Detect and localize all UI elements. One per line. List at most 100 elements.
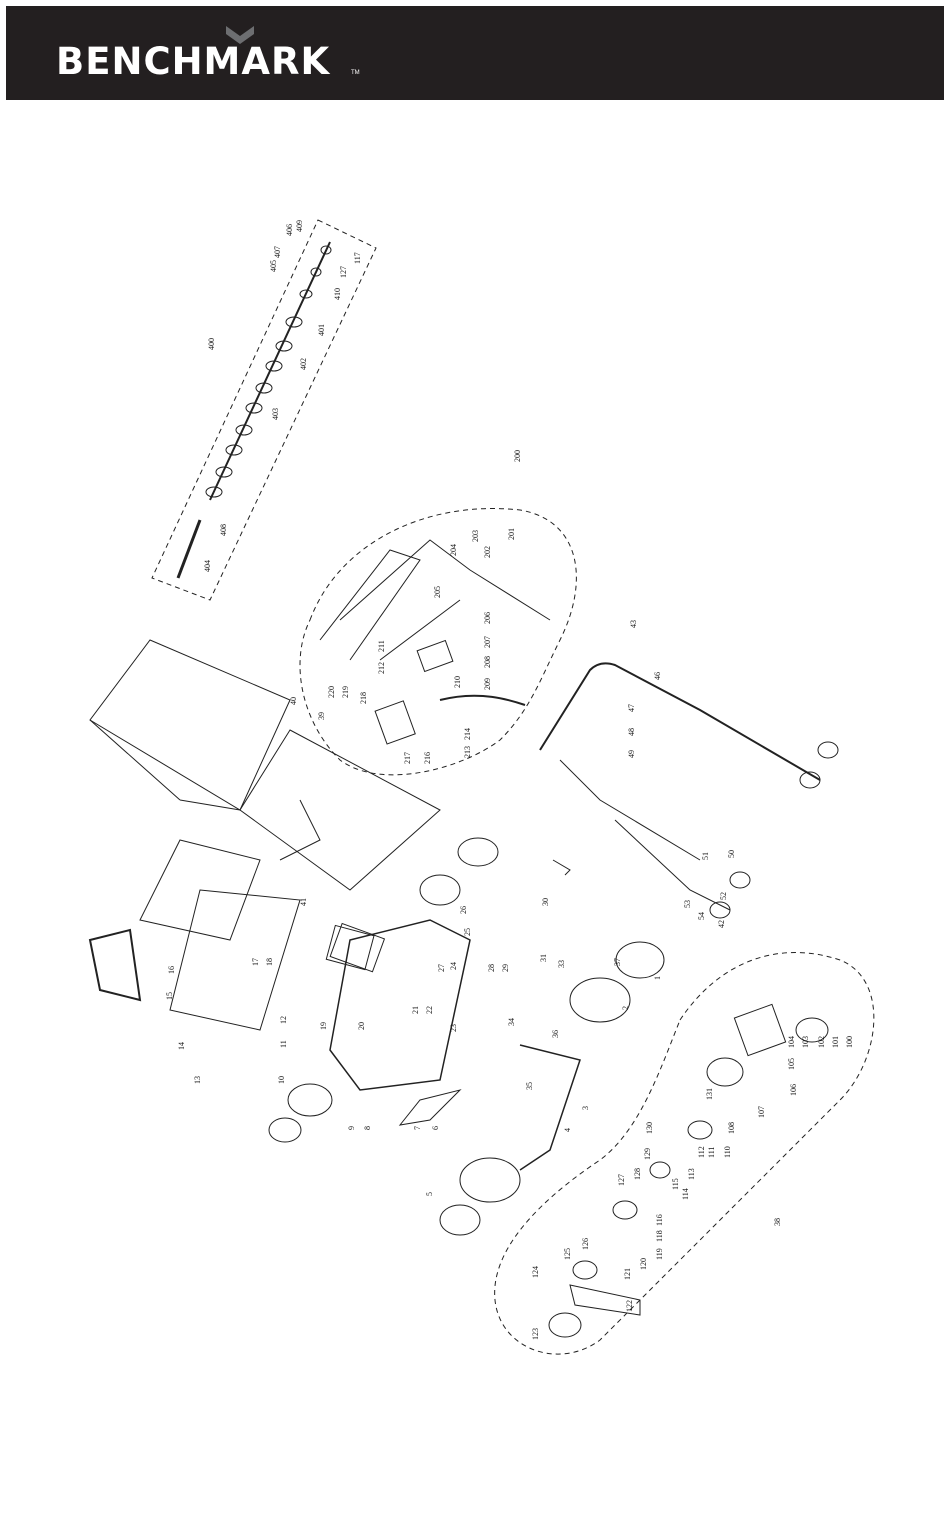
callout: 5 [425,1192,434,1196]
callout: 208 [483,656,492,668]
callout: 2 [621,1006,630,1010]
callout: 122 [625,1300,634,1312]
callout: 34 [507,1018,516,1026]
callout: 127 [617,1174,626,1186]
callout: 207 [483,636,492,648]
callout: 10 [277,1076,286,1084]
callout: 116 [655,1214,664,1226]
callout: 130 [645,1122,654,1134]
callout: 211 [377,640,386,652]
callout: 123 [531,1328,540,1340]
callout: 403 [271,408,280,420]
callout: 27 [437,964,446,972]
callout: 40 [289,697,298,705]
callout: 204 [449,544,458,556]
callout: 8 [363,1126,372,1130]
wheel-front-right [569,977,631,1023]
callout: 11 [279,1040,288,1048]
callout: 101 [831,1036,840,1048]
callout: 7 [413,1126,422,1130]
callout: 410 [333,288,342,300]
motor-fan [795,1017,829,1043]
callout: 200 [513,450,522,462]
callout: 30 [541,898,550,906]
callout: 404 [203,560,212,572]
callout: 219 [341,686,350,698]
callout: 29 [501,964,510,972]
callout: 51 [701,852,710,860]
callout: 108 [727,1122,736,1134]
callout: 210 [453,676,462,688]
callout: 1 [653,976,662,980]
callout: 119 [655,1248,664,1260]
callout: 206 [483,612,492,624]
callout: 129 [643,1148,652,1160]
callout: 203 [471,530,480,542]
callout: 28 [487,964,496,972]
callout: 401 [317,324,326,336]
callout: 409 [295,220,304,232]
callout: 126 [581,1238,590,1250]
callout: 14 [177,1042,186,1050]
callout: 19 [319,1022,328,1030]
callout: 112 [697,1146,706,1158]
callout: 50 [727,850,736,858]
logo-chevron-icon [226,26,254,44]
callout: 35 [525,1082,534,1090]
drive-belt [569,1284,641,1316]
callout: 202 [483,546,492,558]
wheel-front-left [457,837,499,867]
callout: 120 [639,1258,648,1270]
grass-chute [88,928,142,1002]
callout: 113 [687,1168,696,1180]
grass-bag [89,639,291,811]
motor-assembly-outline [494,952,875,1355]
callout: 111 [707,1147,716,1158]
callout: 402 [299,358,308,370]
handle-top-outline [299,508,577,776]
callout: 106 [789,1084,798,1096]
callout: 205 [433,586,442,598]
callout: 20 [357,1022,366,1030]
mower-deck [329,919,471,1091]
bag-frame [239,729,441,891]
callout: 12 [279,1016,288,1024]
trademark: TM [351,70,360,76]
rear-cover [139,839,261,941]
callout: 103 [801,1036,810,1048]
callout: 127 [339,266,348,278]
callout: 21 [411,1006,420,1014]
callout: 216 [423,752,432,764]
callout: 18 [265,958,274,966]
callout: 39 [317,712,326,720]
callout: 104 [787,1036,796,1048]
callout: 405 [269,260,278,272]
callout: 213 [463,746,472,758]
callout: 131 [705,1088,714,1100]
callout: 15 [165,992,174,1000]
callout: 201 [507,528,516,540]
callout: 13 [193,1076,202,1084]
callout: 214 [463,728,472,740]
callout: 17 [251,958,260,966]
callout: 220 [327,686,336,698]
callout: 33 [557,960,566,968]
callout: 25 [463,928,472,936]
callout: 124 [531,1266,540,1278]
callout: 400 [207,338,216,350]
callout: 49 [627,750,636,758]
lower-handle [539,662,821,781]
brand-logo: BENCHMARK [56,40,331,83]
callout: 9 [347,1126,356,1130]
callout: 46 [653,672,662,680]
callout: 26 [459,906,468,914]
callout: 114 [681,1188,690,1200]
callout: 4 [563,1128,572,1132]
callout: 31 [539,954,548,962]
callout: 217 [403,752,412,764]
callout: 47 [627,704,636,712]
callout: 406 [285,224,294,236]
callout: 22 [425,1006,434,1014]
callout: 24 [449,962,458,970]
exploded-parts-diagram: 400 404 405 406 407 408 409 410 401 402 … [88,219,875,1355]
